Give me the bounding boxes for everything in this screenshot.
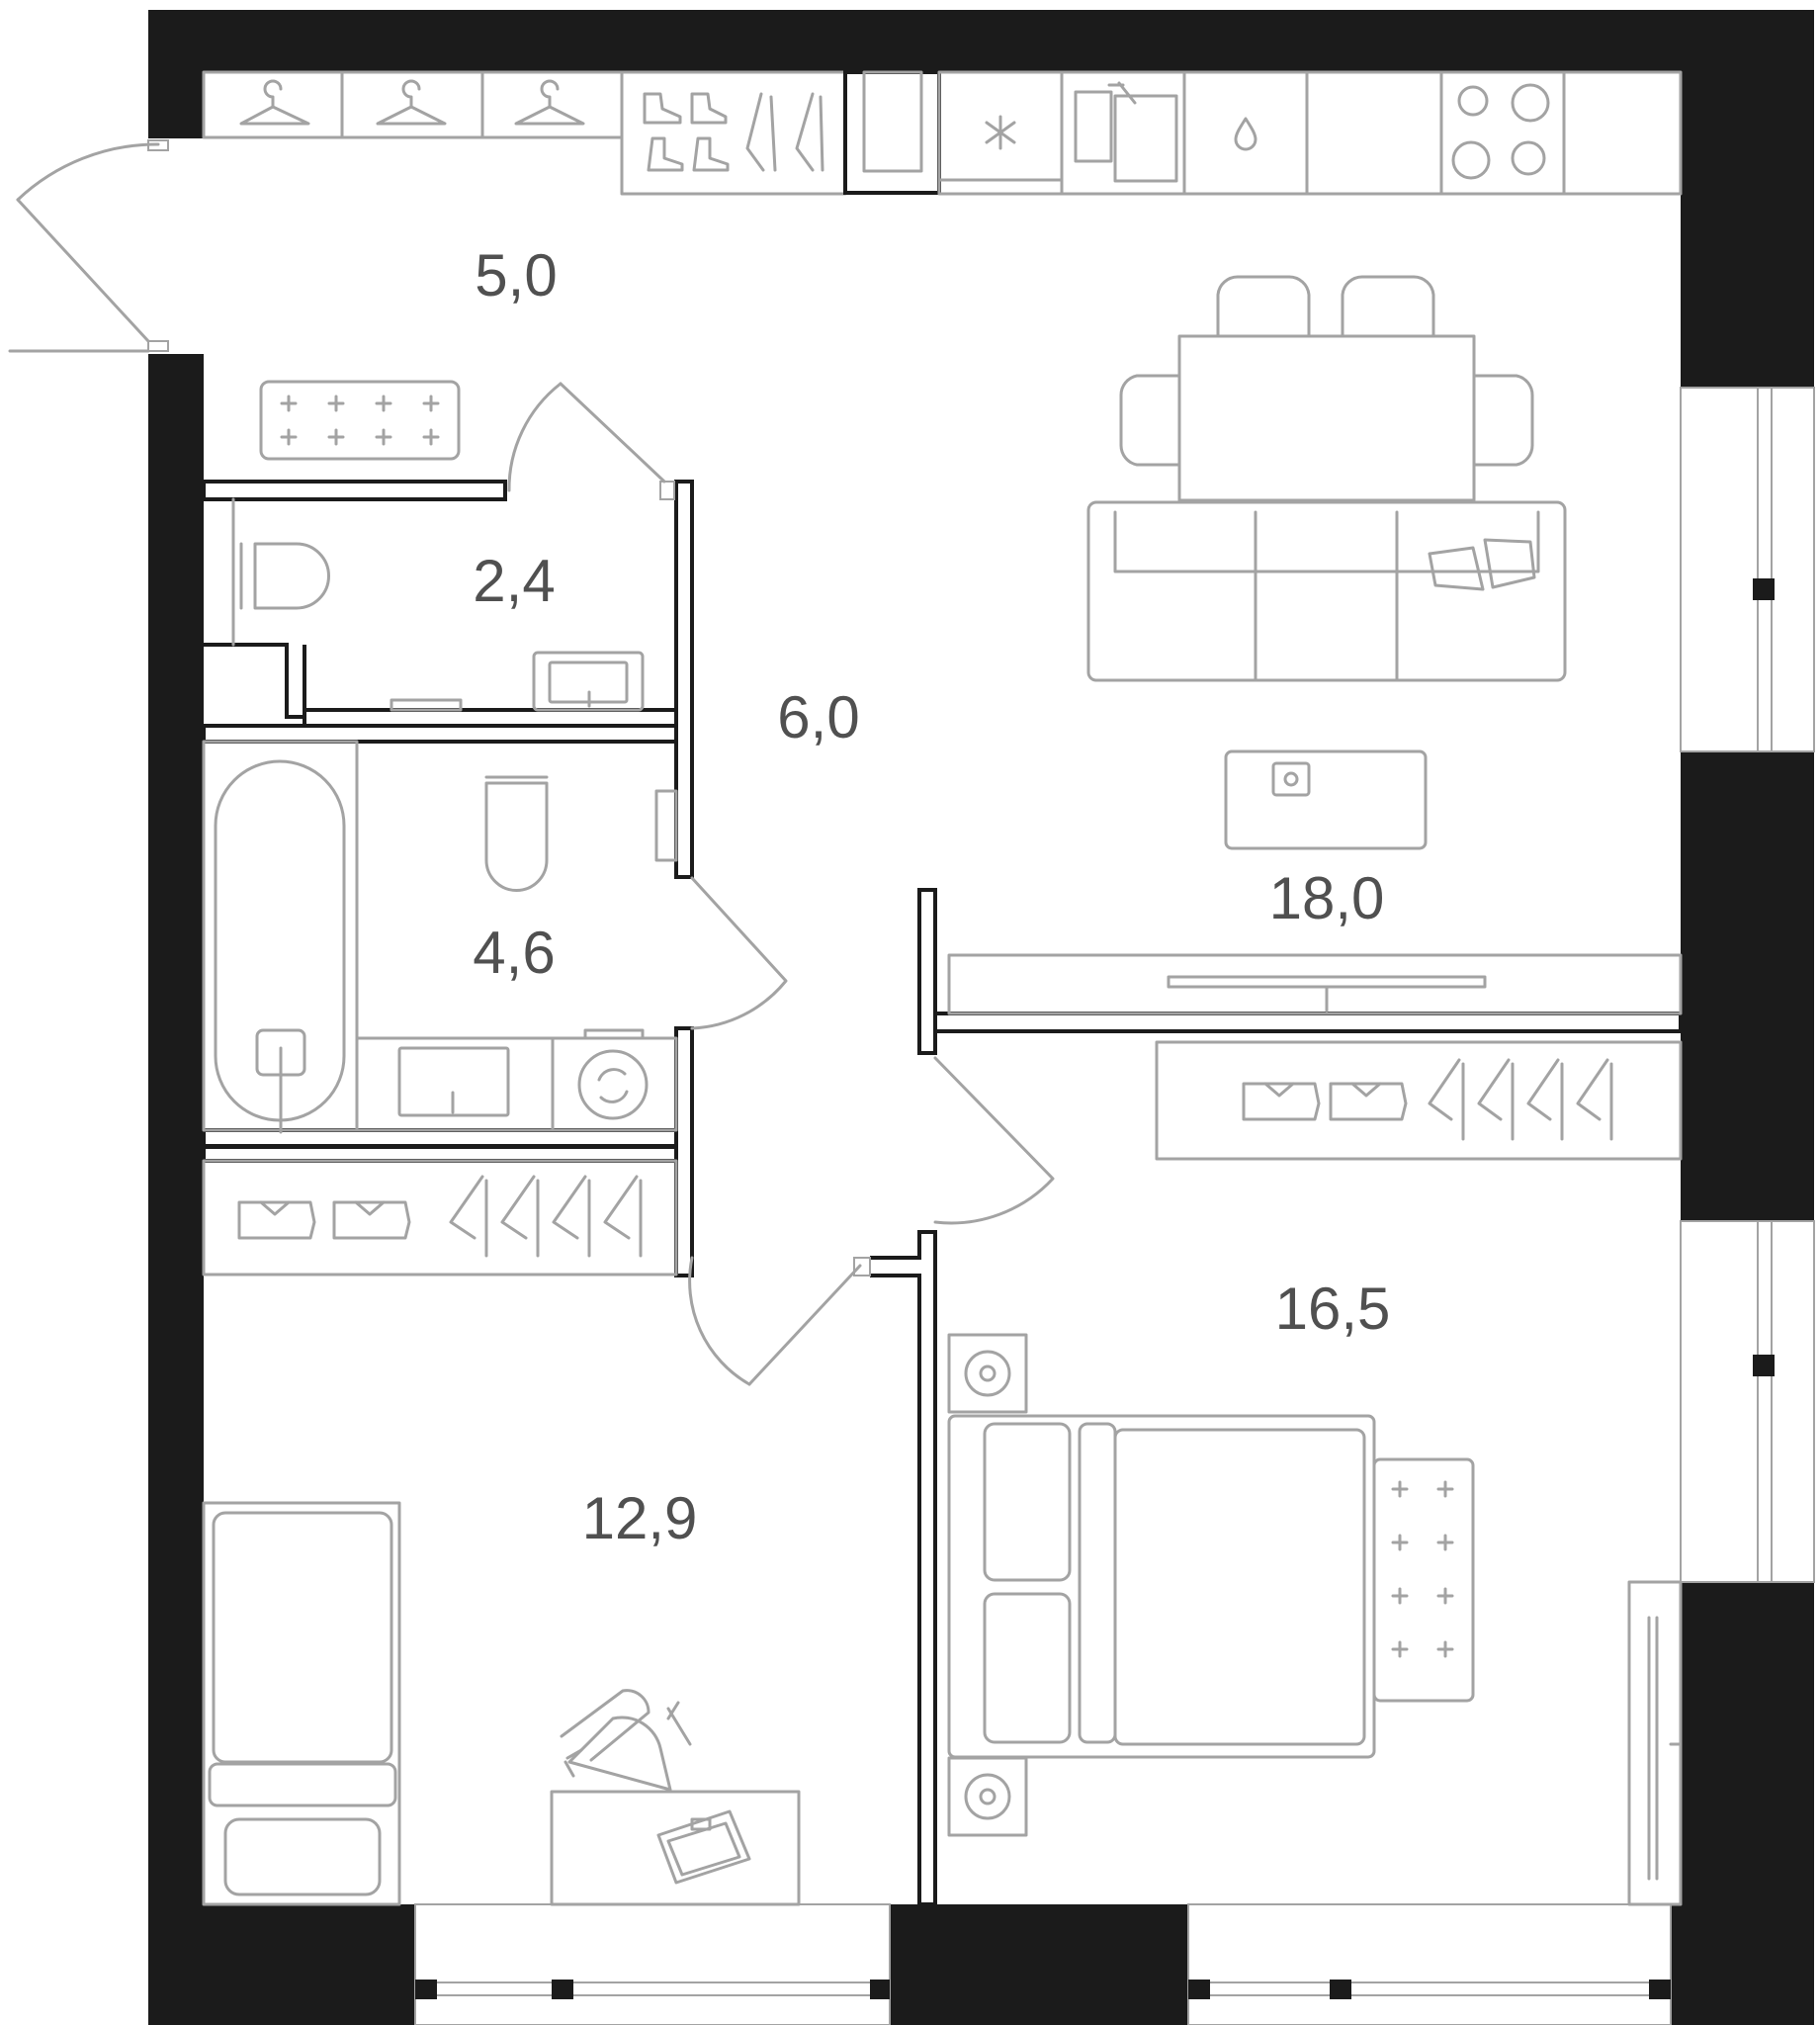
laptop-icon <box>656 1809 751 1885</box>
stud-mark <box>1436 1587 1454 1605</box>
cushion-icon <box>1428 538 1536 591</box>
kitchen-wardrobe-strip <box>202 70 1683 196</box>
bedroom-furniture <box>947 1040 1683 1906</box>
toilet-icon-2 <box>484 775 549 892</box>
area-label-corridor: 6,0 <box>777 684 859 750</box>
stove-icon <box>1451 83 1550 180</box>
windows <box>414 387 1815 2025</box>
living-furniture <box>947 275 1683 1015</box>
stud-mark <box>327 395 345 412</box>
stud-mark <box>280 428 298 446</box>
area-label-hallway: 5,0 <box>475 242 557 308</box>
stud-mark <box>1436 1534 1454 1551</box>
folded-shirt-icon <box>237 1200 411 1240</box>
area-label-bedroom: 16,5 <box>1275 1276 1391 1342</box>
area-label-children-room: 12,9 <box>582 1485 698 1551</box>
toilet-room-fixtures <box>231 497 645 712</box>
stud-mark <box>1391 1534 1409 1551</box>
washing-machine-icon <box>577 1049 649 1120</box>
stud-mark <box>327 428 345 446</box>
children-furniture <box>202 1501 801 1906</box>
stud-mark <box>1436 1480 1454 1498</box>
folded-shirt-icon <box>1242 1082 1408 1121</box>
area-label-toilet: 2,4 <box>473 548 555 614</box>
stud-mark <box>1391 1480 1409 1498</box>
stud-mark <box>375 395 392 412</box>
bathroom-fixtures <box>202 740 678 1134</box>
hanger-side-icon <box>449 1175 643 1258</box>
stud-mark <box>1391 1587 1409 1605</box>
toilet-icon <box>239 542 330 610</box>
snowflake-icon <box>985 115 1016 150</box>
stud-mark <box>280 395 298 412</box>
shoes-icon <box>643 92 824 172</box>
hanger-side-icon <box>1428 1058 1613 1141</box>
hanger-icon <box>239 79 585 126</box>
stud-mark <box>422 428 440 446</box>
hallway-bench <box>259 380 461 461</box>
microwave-icon <box>1074 81 1178 183</box>
interior-walls <box>202 480 1683 1906</box>
water-drop-icon <box>1234 117 1257 151</box>
stud-mark <box>1436 1640 1454 1658</box>
area-label-bathroom: 4,6 <box>473 920 555 986</box>
children-wardrobe <box>202 1159 678 1277</box>
area-label-living-kitchen: 18,0 <box>1269 865 1385 931</box>
stud-mark <box>422 395 440 412</box>
outer-walls <box>148 10 1814 2025</box>
stud-mark <box>375 428 392 446</box>
stud-mark <box>1391 1640 1409 1658</box>
area-labels: 5,0 2,4 6,0 4,6 18,0 16,5 12,9 <box>473 242 1390 1551</box>
doors <box>8 139 1055 1386</box>
office-chair-icon <box>560 1689 692 1792</box>
